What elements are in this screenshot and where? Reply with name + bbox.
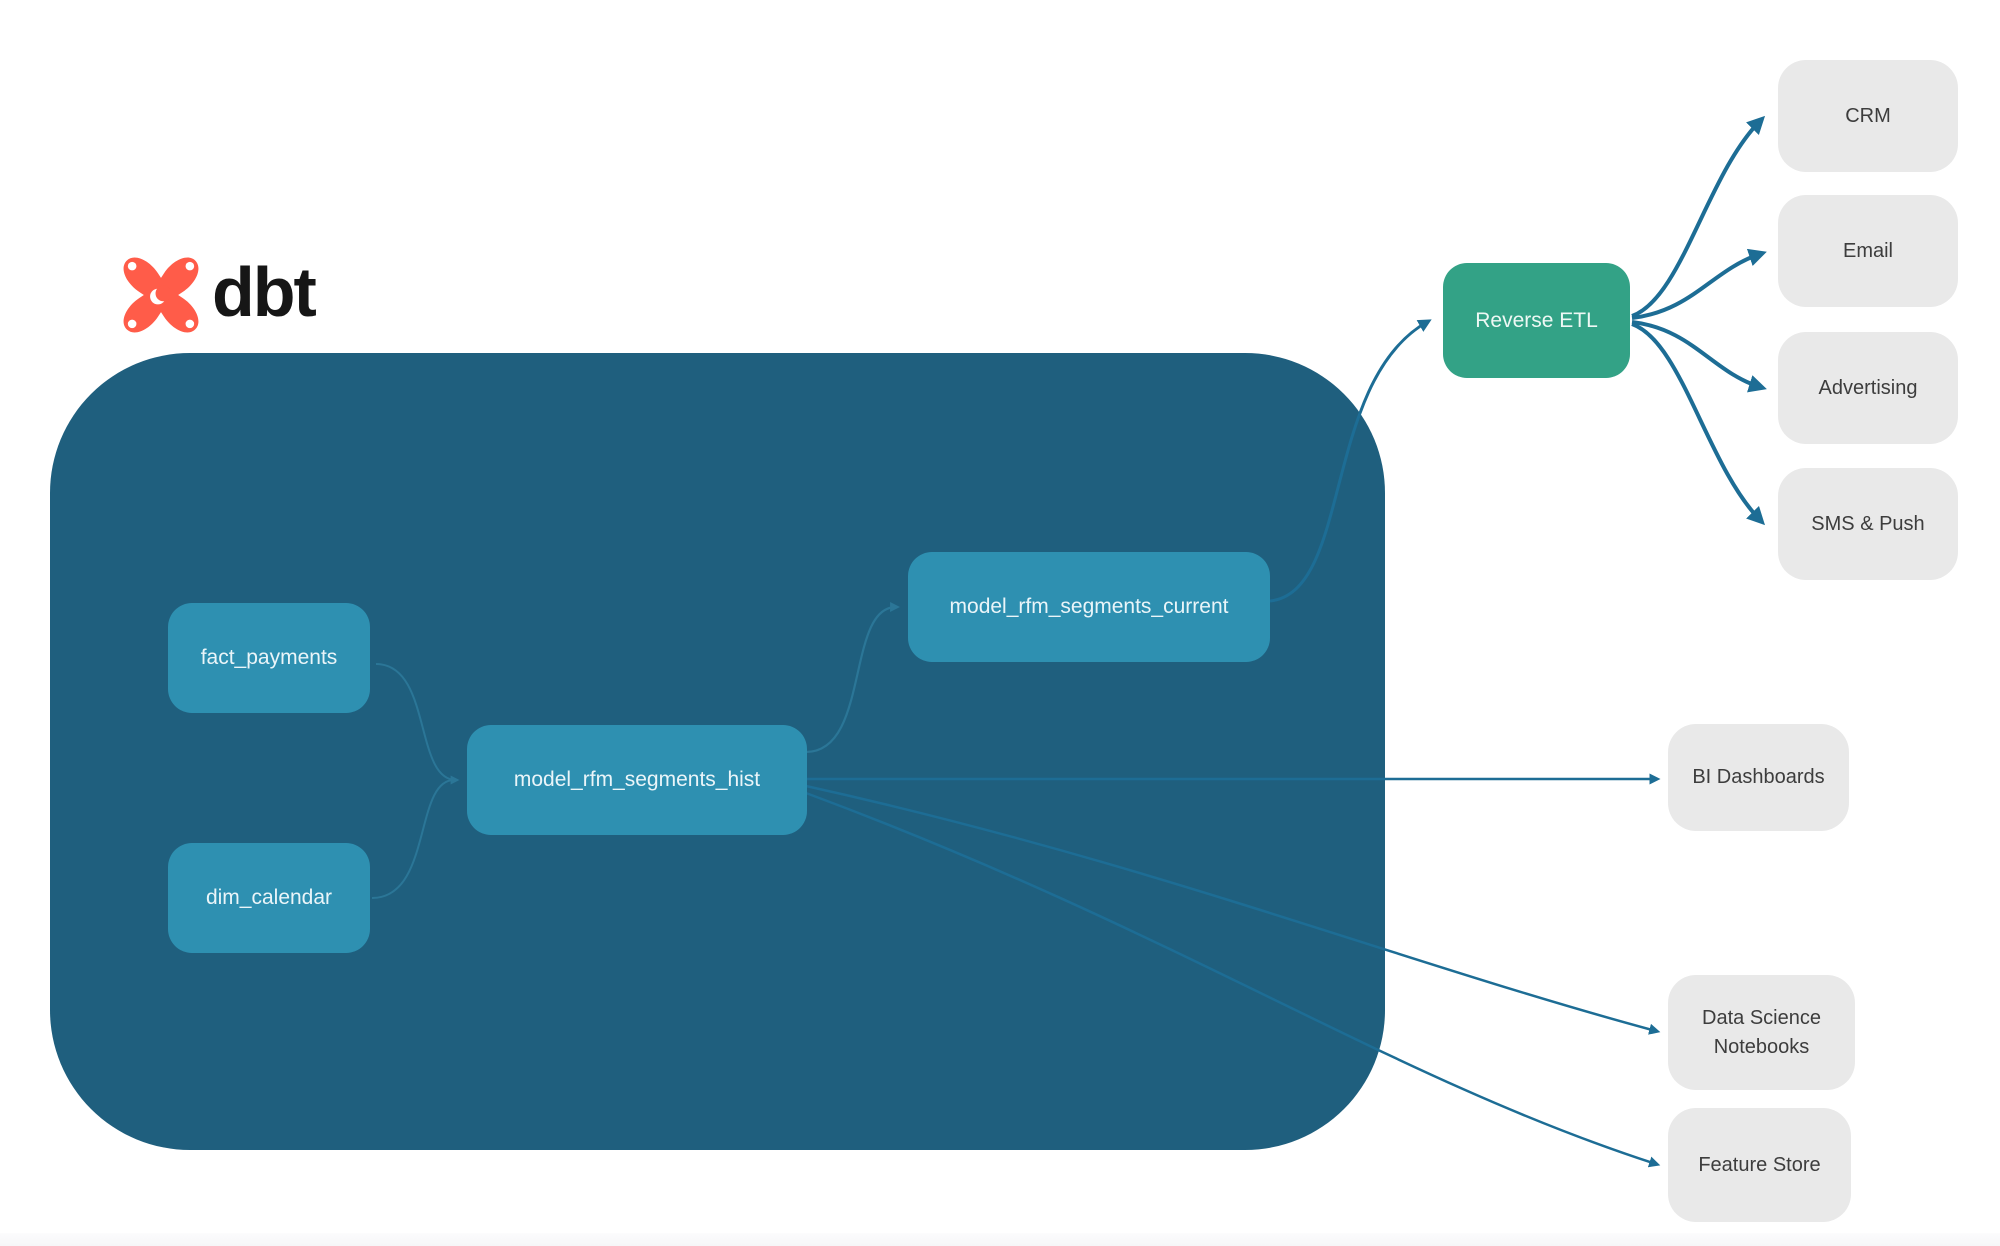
node-email-label: Email <box>1842 239 1893 262</box>
node-dim-calendar: dim_calendar <box>168 843 370 953</box>
node-model-rfm-segments-current: model_rfm_segments_current <box>908 552 1270 662</box>
node-email: Email <box>1778 195 1958 307</box>
node-bi-dashboards-label: BI Dashboards <box>1692 766 1825 788</box>
node-data-science-notebooks-label: Data Science Notebooks <box>1702 1006 1821 1058</box>
node-feature-store: Feature Store <box>1668 1108 1851 1222</box>
edge-etl-to-crm <box>1631 115 1766 318</box>
node-reverse-etl-label: Reverse ETL <box>1475 308 1598 332</box>
edge-etl-to-sms-push <box>1631 322 1765 526</box>
node-bi-dashboards: BI Dashboards <box>1668 724 1849 831</box>
node-model-rfm-segments-hist-label: model_rfm_segments_hist <box>513 768 761 791</box>
dbt-logo-icon <box>123 257 199 333</box>
edge-dim-calendar-to-hist <box>371 779 455 899</box>
node-feature-store-label: Feature Store <box>1698 1153 1821 1176</box>
node-crm: CRM <box>1778 60 1958 172</box>
node-model-rfm-segments-current-label: model_rfm_segments_current <box>949 595 1229 618</box>
edge-etl-to-email <box>1631 248 1767 320</box>
node-data-science-notebooks: Data Science Notebooks <box>1668 975 1855 1090</box>
dbt-logo: dbt <box>122 253 317 334</box>
dbt-logo-wordmark: dbt <box>212 253 317 331</box>
node-sms-push: SMS & Push <box>1778 468 1958 580</box>
node-sms-push-label: SMS & Push <box>1811 512 1925 535</box>
edge-hist-to-feature-store <box>805 791 1661 1168</box>
node-dim-calendar-label: dim_calendar <box>205 886 333 909</box>
node-advertising: Advertising <box>1778 332 1958 444</box>
edge-hist-to-data-science <box>805 784 1661 1035</box>
node-fact-payments: fact_payments <box>168 603 370 713</box>
edge-current-to-reverse-etl <box>1269 319 1432 603</box>
edge-hist-to-current <box>805 602 900 754</box>
node-reverse-etl: Reverse ETL <box>1443 263 1630 378</box>
page-bottom-edge <box>0 1233 2000 1246</box>
edge-fact-payments-to-hist <box>375 663 460 785</box>
node-fact-payments-label: fact_payments <box>200 646 338 669</box>
node-advertising-label: Advertising <box>1818 376 1918 399</box>
node-model-rfm-segments-hist: model_rfm_segments_hist <box>467 725 807 835</box>
node-crm-label: CRM <box>1845 104 1891 127</box>
edge-etl-to-advertising <box>1631 320 1767 393</box>
